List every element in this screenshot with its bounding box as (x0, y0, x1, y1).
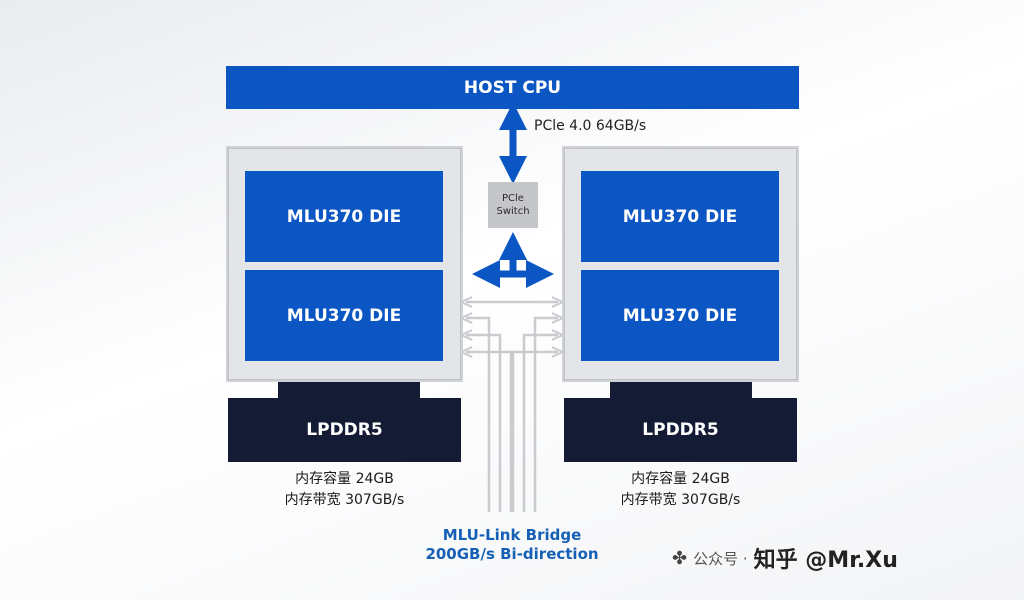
left-die-bottom: MLU370 DIE (245, 270, 443, 361)
bridge-line1: MLU-Link Bridge (442, 526, 582, 544)
left-bandwidth: 内存带宽 307GB/s (284, 492, 405, 508)
mlu-link-bridge-lines (466, 302, 558, 512)
left-lpddr5-block: LPDDR5 (228, 398, 461, 462)
host-cpu-block: HOST CPU (226, 66, 799, 109)
right-memory-neck (610, 382, 752, 400)
right-die-top: MLU370 DIE (581, 171, 779, 262)
watermark: ✤ 公众号 · 知乎 @Mr.Xu (672, 542, 898, 574)
pcie-switch-line1: PCle (502, 193, 524, 204)
mlu-link-bridge-label: MLU-Link Bridge 200GB/s Bi-direction (402, 526, 622, 564)
pcie-switch-line2: Switch (496, 206, 530, 217)
right-memory-caption: 内存容量 24GB 内存带宽 307GB/s (564, 469, 797, 511)
left-die-top: MLU370 DIE (245, 171, 443, 262)
watermark-site: 知乎 @Mr.Xu (753, 548, 898, 573)
pcie-link-label: PCle 4.0 64GB/s (534, 118, 647, 134)
left-memory-caption: 内存容量 24GB 内存带宽 307GB/s (228, 469, 461, 511)
right-die-bottom: MLU370 DIE (581, 270, 779, 361)
right-bandwidth: 内存带宽 307GB/s (620, 492, 741, 508)
right-capacity: 内存容量 24GB (631, 471, 730, 487)
pcie-switch-block: PCle Switch (488, 182, 538, 228)
wechat-icon: ✤ (672, 547, 688, 569)
bridge-line2: 200GB/s Bi-direction (425, 545, 599, 563)
left-capacity: 内存容量 24GB (295, 471, 394, 487)
left-memory-neck (278, 382, 420, 400)
watermark-account: 公众号 · (693, 549, 748, 568)
right-lpddr5-block: LPDDR5 (564, 398, 797, 462)
